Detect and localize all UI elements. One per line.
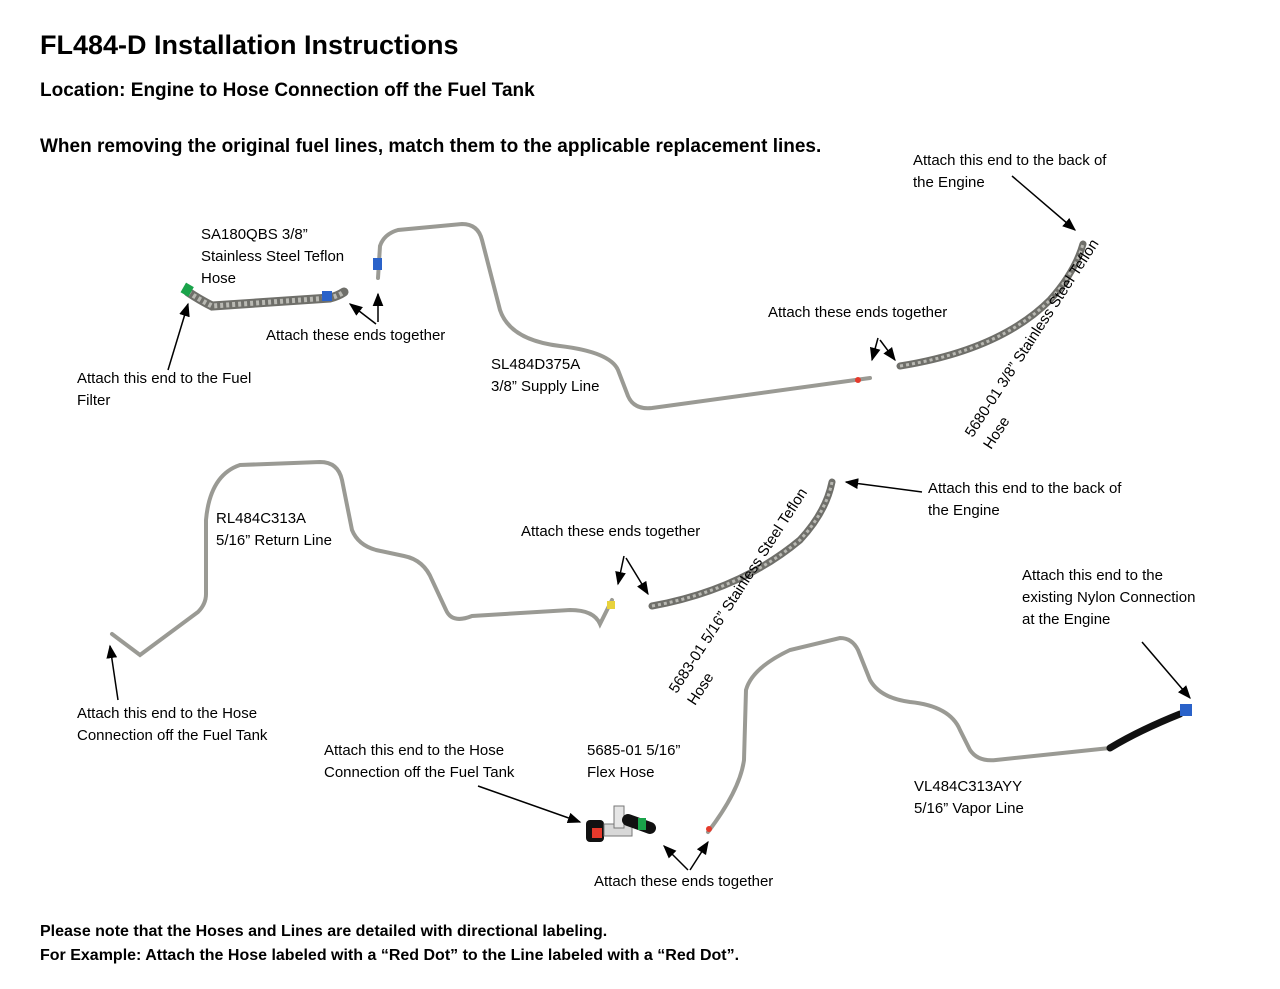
green-band (180, 282, 194, 297)
location-subtitle: Location: Engine to Hose Connection off … (40, 80, 535, 101)
hose-sa180qbs (180, 282, 349, 311)
yellow-band (607, 601, 615, 609)
callout-ends-together-3: Attach these ends together (521, 523, 701, 540)
green-band (638, 818, 646, 830)
callout-fuel-filter: Attach this end to the Fuel Filter (77, 370, 252, 409)
blue-band (322, 291, 332, 301)
callout-ends-together-2: Attach these ends together (266, 327, 446, 344)
red-dot (706, 826, 712, 832)
callout-fuel-tank-1: Attach this end to the Hose Connection o… (77, 705, 268, 744)
blue-band (373, 258, 382, 270)
label-rl484c313a: RL484C313A 5/16” Return Line (216, 510, 332, 549)
blue-band (1180, 704, 1192, 716)
callout-nylon-connection: Attach this end to the existing Nylon Co… (1022, 567, 1196, 628)
callout-fuel-tank-2: Attach this end to the Hose Connection o… (324, 742, 515, 781)
callout-engine-back-2: Attach this end to the back of the Engin… (928, 480, 1122, 519)
line-sl484d375a (373, 221, 872, 411)
callout-ends-together-1: Attach these ends together (768, 304, 948, 321)
line-vl484c313ayy (706, 635, 1192, 834)
label-sl484d375a: SL484D375A 3/8” Supply Line (491, 356, 600, 395)
footer-note-1: Please note that the Hoses and Lines are… (40, 923, 608, 940)
flex-hose-5685-01 (586, 805, 656, 842)
callout-ends-together-4: Attach these ends together (594, 873, 774, 890)
callout-engine-back-1: Attach this end to the back of the Engin… (913, 152, 1107, 191)
label-vl484c313ayy: VL484C313AYY 5/16” Vapor Line (914, 778, 1024, 817)
label-5685-01: 5685-01 5/16” Flex Hose (587, 742, 681, 781)
hose-5683-01 (648, 478, 836, 610)
red-dot (855, 377, 861, 383)
callout-arrows (106, 175, 1191, 871)
hose-5680-01 (896, 240, 1087, 370)
instruction-text: When removing the original fuel lines, m… (40, 136, 822, 157)
page-title: FL484-D Installation Instructions (40, 30, 459, 60)
label-sa180qbs: SA180QBS 3/8” Stainless Steel Teflon Hos… (201, 226, 345, 287)
line-rl484c313a (110, 459, 615, 658)
footer-note-2: For Example: Attach the Hose labeled wit… (40, 947, 740, 964)
